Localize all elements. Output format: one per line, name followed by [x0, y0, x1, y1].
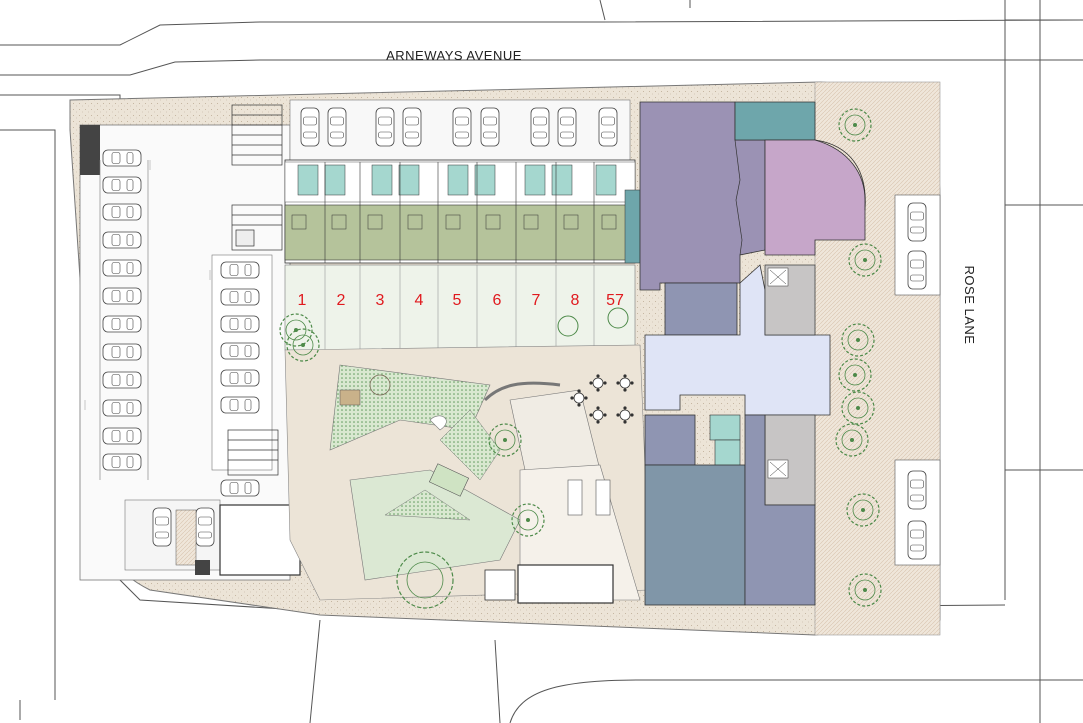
street-label-east: ROSE LANE	[962, 266, 977, 345]
unit-number: 3	[376, 292, 385, 309]
unit-number: 8	[571, 292, 580, 309]
courtyard-trees	[286, 328, 545, 609]
unit-numbers: 1 2 3 4 5 6 7 8 57	[298, 292, 624, 309]
east-parking	[894, 194, 941, 566]
south-blocks	[644, 414, 816, 606]
unit-number: 57	[606, 292, 624, 309]
lower-parking	[124, 499, 301, 576]
light-blue-block	[644, 264, 831, 416]
central-courtyard	[284, 344, 651, 604]
stair-cores-west	[227, 104, 283, 476]
slate-unit	[664, 282, 738, 336]
unit-number: 6	[493, 292, 502, 309]
unit-number: 7	[532, 292, 541, 309]
annotation-ticks	[84, 160, 211, 410]
purple-block	[639, 101, 866, 291]
unit-number: 5	[453, 292, 462, 309]
unit-number: 1	[298, 292, 307, 309]
street-label-north: ARNEWAYS AVENUE	[386, 48, 522, 63]
parking-column-inner	[211, 254, 273, 497]
private-gardens	[279, 264, 636, 351]
townhouse-driveways	[289, 99, 631, 163]
townhouse-row	[284, 159, 641, 264]
unit-number: 4	[415, 292, 424, 309]
unit-number: 2	[337, 292, 346, 309]
